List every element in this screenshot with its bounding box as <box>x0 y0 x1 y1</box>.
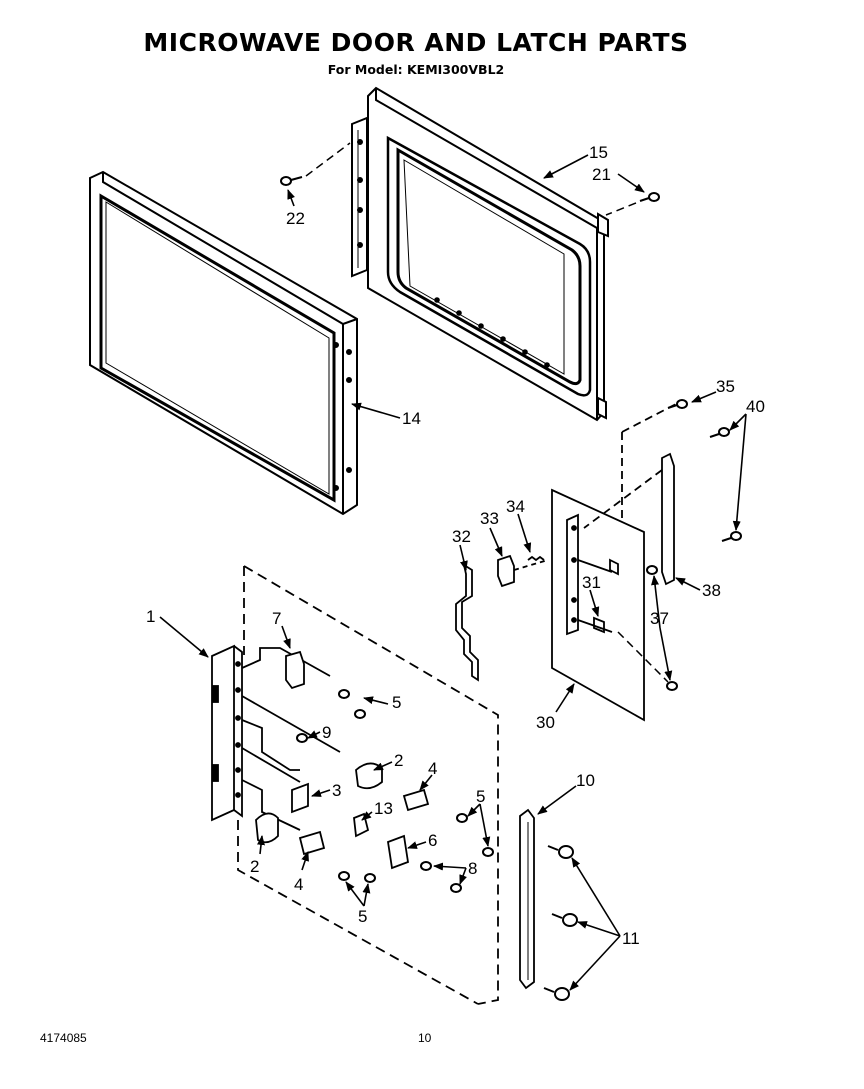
hinge-bar-part-10 <box>519 808 535 990</box>
callout-35: 35 <box>716 377 735 396</box>
callout-labels: 15 21 22 14 35 40 38 37 32 33 34 31 30 1… <box>146 143 765 948</box>
latch-part-33 <box>497 554 549 588</box>
callout-3: 3 <box>332 781 341 800</box>
callout-14: 14 <box>402 409 421 428</box>
page-title: MICROWAVE DOOR AND LATCH PARTS <box>143 28 689 57</box>
callout-40: 40 <box>746 397 765 416</box>
callout-5-right: 5 <box>476 787 485 806</box>
callout-33: 33 <box>480 509 499 528</box>
document-number: 4174085 <box>40 1031 87 1045</box>
latch-lever-part-32 <box>455 563 479 682</box>
page-number: 10 <box>418 1031 432 1045</box>
screws-part-37 <box>617 565 678 691</box>
spring-part-34 <box>527 555 545 562</box>
screws-part-11 <box>543 845 578 1001</box>
callout-8: 8 <box>468 859 477 878</box>
callout-10: 10 <box>576 771 595 790</box>
callout-13: 13 <box>374 799 393 818</box>
callout-2-bottom: 2 <box>250 857 259 876</box>
callout-4-top: 4 <box>428 759 437 778</box>
screws-latch <box>296 689 494 893</box>
door-assembly-part-15 <box>351 86 609 422</box>
callout-11: 11 <box>622 929 640 948</box>
callout-30: 30 <box>536 713 555 732</box>
callout-5-top: 5 <box>392 693 401 712</box>
door-frame-part-14 <box>89 170 358 516</box>
callout-34: 34 <box>506 497 525 516</box>
callout-15: 15 <box>589 143 608 162</box>
screw-part-21 <box>605 192 660 216</box>
callout-2-top: 2 <box>394 751 403 770</box>
callout-22: 22 <box>286 209 305 228</box>
bracket-part-38 <box>583 403 677 586</box>
callout-5-bottom: 5 <box>358 907 367 926</box>
callout-7: 7 <box>272 609 281 628</box>
model-subtitle: For Model: KEMI300VBL2 <box>327 62 505 77</box>
callout-6: 6 <box>428 831 437 850</box>
callout-4-bottom: 4 <box>294 875 303 894</box>
callout-38: 38 <box>702 581 721 600</box>
screw-part-35 <box>667 399 688 409</box>
screw-part-22 <box>280 142 351 186</box>
callout-31: 31 <box>582 573 601 592</box>
screws-part-40 <box>709 427 742 542</box>
callout-9: 9 <box>322 723 331 742</box>
callout-21: 21 <box>592 165 611 184</box>
callout-32: 32 <box>452 527 471 546</box>
latch-plate-assembly <box>211 565 499 1005</box>
latch-panel-part-30 <box>551 488 645 722</box>
callout-37: 37 <box>650 609 669 628</box>
leader-lines <box>159 154 747 991</box>
callout-1: 1 <box>146 607 155 626</box>
